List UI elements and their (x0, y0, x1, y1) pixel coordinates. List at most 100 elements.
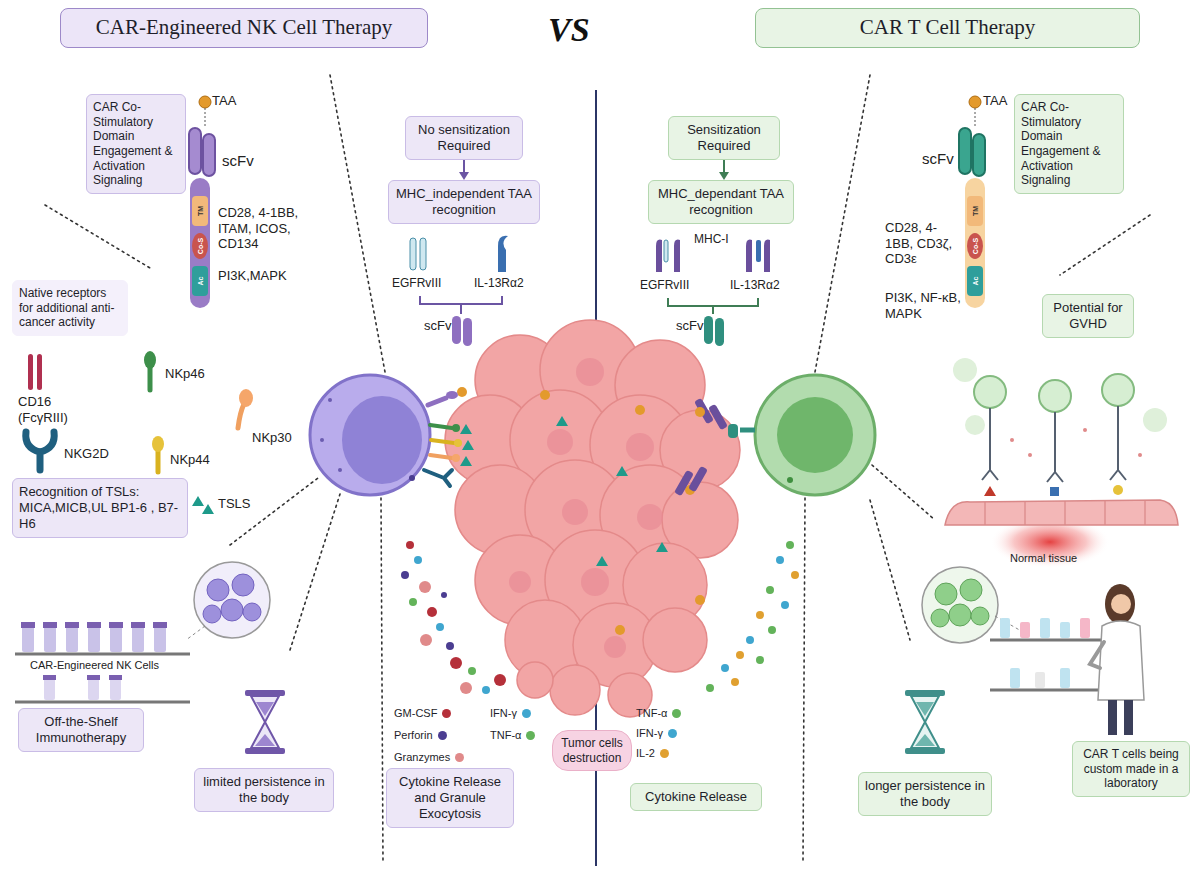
part-label: NKG2D (64, 446, 109, 462)
part-label: CD16 (FcγRIII) (18, 394, 92, 425)
tumor-mass-part (550, 665, 600, 715)
car-construct-right-part (975, 108, 976, 128)
nk-shelf-part (88, 678, 99, 700)
t-cell (755, 375, 875, 495)
part-label: CAR-Engineered NK Cells (30, 659, 159, 672)
tumor-markers-part (457, 387, 467, 397)
native-receptor-icons-part (148, 368, 153, 390)
legend-item: TNF-α (490, 728, 535, 742)
t-lab-part (1098, 621, 1144, 700)
antigen-icons-right-part (664, 240, 668, 262)
part-label: scFv (922, 150, 954, 168)
domain-label: Ac (197, 277, 204, 286)
box-text: Off-the-Shelf Immunotherapy (25, 714, 137, 746)
t-cell-part (787, 477, 793, 483)
nk-shelf (15, 562, 270, 702)
gvhd-illustration-part (1143, 408, 1167, 432)
box-text: Tumor cells destruction (559, 736, 625, 765)
nk-shelf-part (154, 626, 166, 652)
native-receptor-icons-part (37, 354, 42, 390)
gvhd-illustration-part (1083, 428, 1087, 432)
native-receptor-icons-part (239, 389, 253, 407)
part-label: PI3K,MAPK (218, 268, 287, 284)
nk-receptors-part (428, 398, 446, 405)
t-cell-receptors-part (740, 428, 755, 433)
dotted-dividers-part (803, 498, 805, 862)
native-receptor-icons-part (238, 404, 244, 428)
tumor-mass (445, 320, 740, 717)
nk-receptors-part (452, 454, 460, 462)
nk-shelf-part (232, 574, 254, 596)
box-text: longer persistence in the body (865, 778, 985, 810)
legend-item: IFN-γ (636, 726, 677, 740)
car-construct-left-part (199, 96, 211, 108)
box-text: CAR-Engineered NK Cell Therapy (69, 15, 419, 41)
car-construct-left-part (192, 233, 208, 259)
dotted-dividers-part (815, 75, 870, 372)
nk-shelf-part (109, 675, 122, 680)
t-cell-part (755, 375, 875, 495)
legend-text: Granzymes (394, 751, 450, 763)
nk-shelf-part (87, 622, 101, 628)
hourglass-right (905, 690, 945, 754)
car-construct-left-part (205, 108, 206, 128)
part-label: NKp44 (170, 452, 210, 468)
legend-swatch (668, 729, 677, 738)
tumor-nuclei-part (509, 571, 531, 593)
nk-receptors-part (446, 391, 458, 399)
nk-cell (310, 375, 430, 495)
box-text: MHC_independent TAA recognition (395, 186, 533, 218)
part-label: MHC-I (694, 232, 729, 246)
car-construct-left (189, 96, 215, 308)
dotted-dividers-part (290, 494, 340, 650)
arrow-head (459, 172, 469, 180)
box-text: MHC_dependant TAA recognition (655, 186, 787, 218)
cytokine-dots-part (420, 634, 432, 646)
t-lab-part (1020, 622, 1030, 638)
domain-label: Co-S (972, 238, 979, 254)
tumor-nuclei-part (626, 433, 654, 461)
gvhd-illustration-part (1010, 438, 1014, 442)
nk-shelf-part (66, 626, 78, 652)
dotted-dividers (45, 75, 1150, 862)
cytokine-dots-part (786, 541, 794, 549)
gvhd-illustration-part (982, 406, 1126, 482)
antigen-icons-left-part (498, 236, 508, 272)
text-box: MHC_independent TAA recognition (388, 180, 540, 224)
nk-cell-part (342, 396, 422, 484)
nk-shelf-part (194, 562, 270, 638)
t-lab-part (1124, 700, 1133, 735)
nk-receptors-part (430, 455, 452, 458)
t-cell-receptors-part (688, 466, 708, 493)
nk-shelf-part (221, 599, 243, 621)
legend-swatch (442, 709, 451, 718)
antigen-icons-right-part (756, 240, 761, 262)
gvhd-illustration-part (953, 358, 977, 382)
legend-text: TNF-α (636, 707, 667, 719)
dotted-dividers-part (45, 205, 150, 268)
part-label: TSLS (218, 496, 251, 512)
tumor-mass-part (517, 662, 553, 698)
box-text: Cytokine Release and Granule Exocytosis (393, 774, 507, 822)
dotted-dividers-part (1060, 215, 1150, 275)
car-construct-left-part (203, 134, 215, 176)
tumor-markers-part (656, 542, 668, 552)
cytokine-dots-part (791, 571, 799, 579)
box-text: Cytokine Release (637, 789, 755, 805)
legend-item: GM-CSF (394, 706, 451, 720)
legend-text: TNF-α (490, 729, 521, 741)
t-cell-receptors-part (728, 424, 738, 438)
antigen-icons-right (656, 240, 770, 346)
tumor-markers-part (462, 440, 474, 450)
tumor-mass-part (643, 608, 707, 672)
gvhd-illustration-part (945, 500, 1178, 525)
t-cell-receptors-part (695, 407, 705, 417)
cytokine-dots-part (409, 598, 417, 606)
car-construct-left-part (189, 128, 201, 174)
text-box: No sensitization Required (405, 116, 523, 160)
t-lab-part (960, 579, 982, 601)
t-lab-part (1040, 618, 1050, 638)
dotted-dividers-part (381, 498, 383, 862)
dotted-dividers-part (330, 75, 385, 372)
